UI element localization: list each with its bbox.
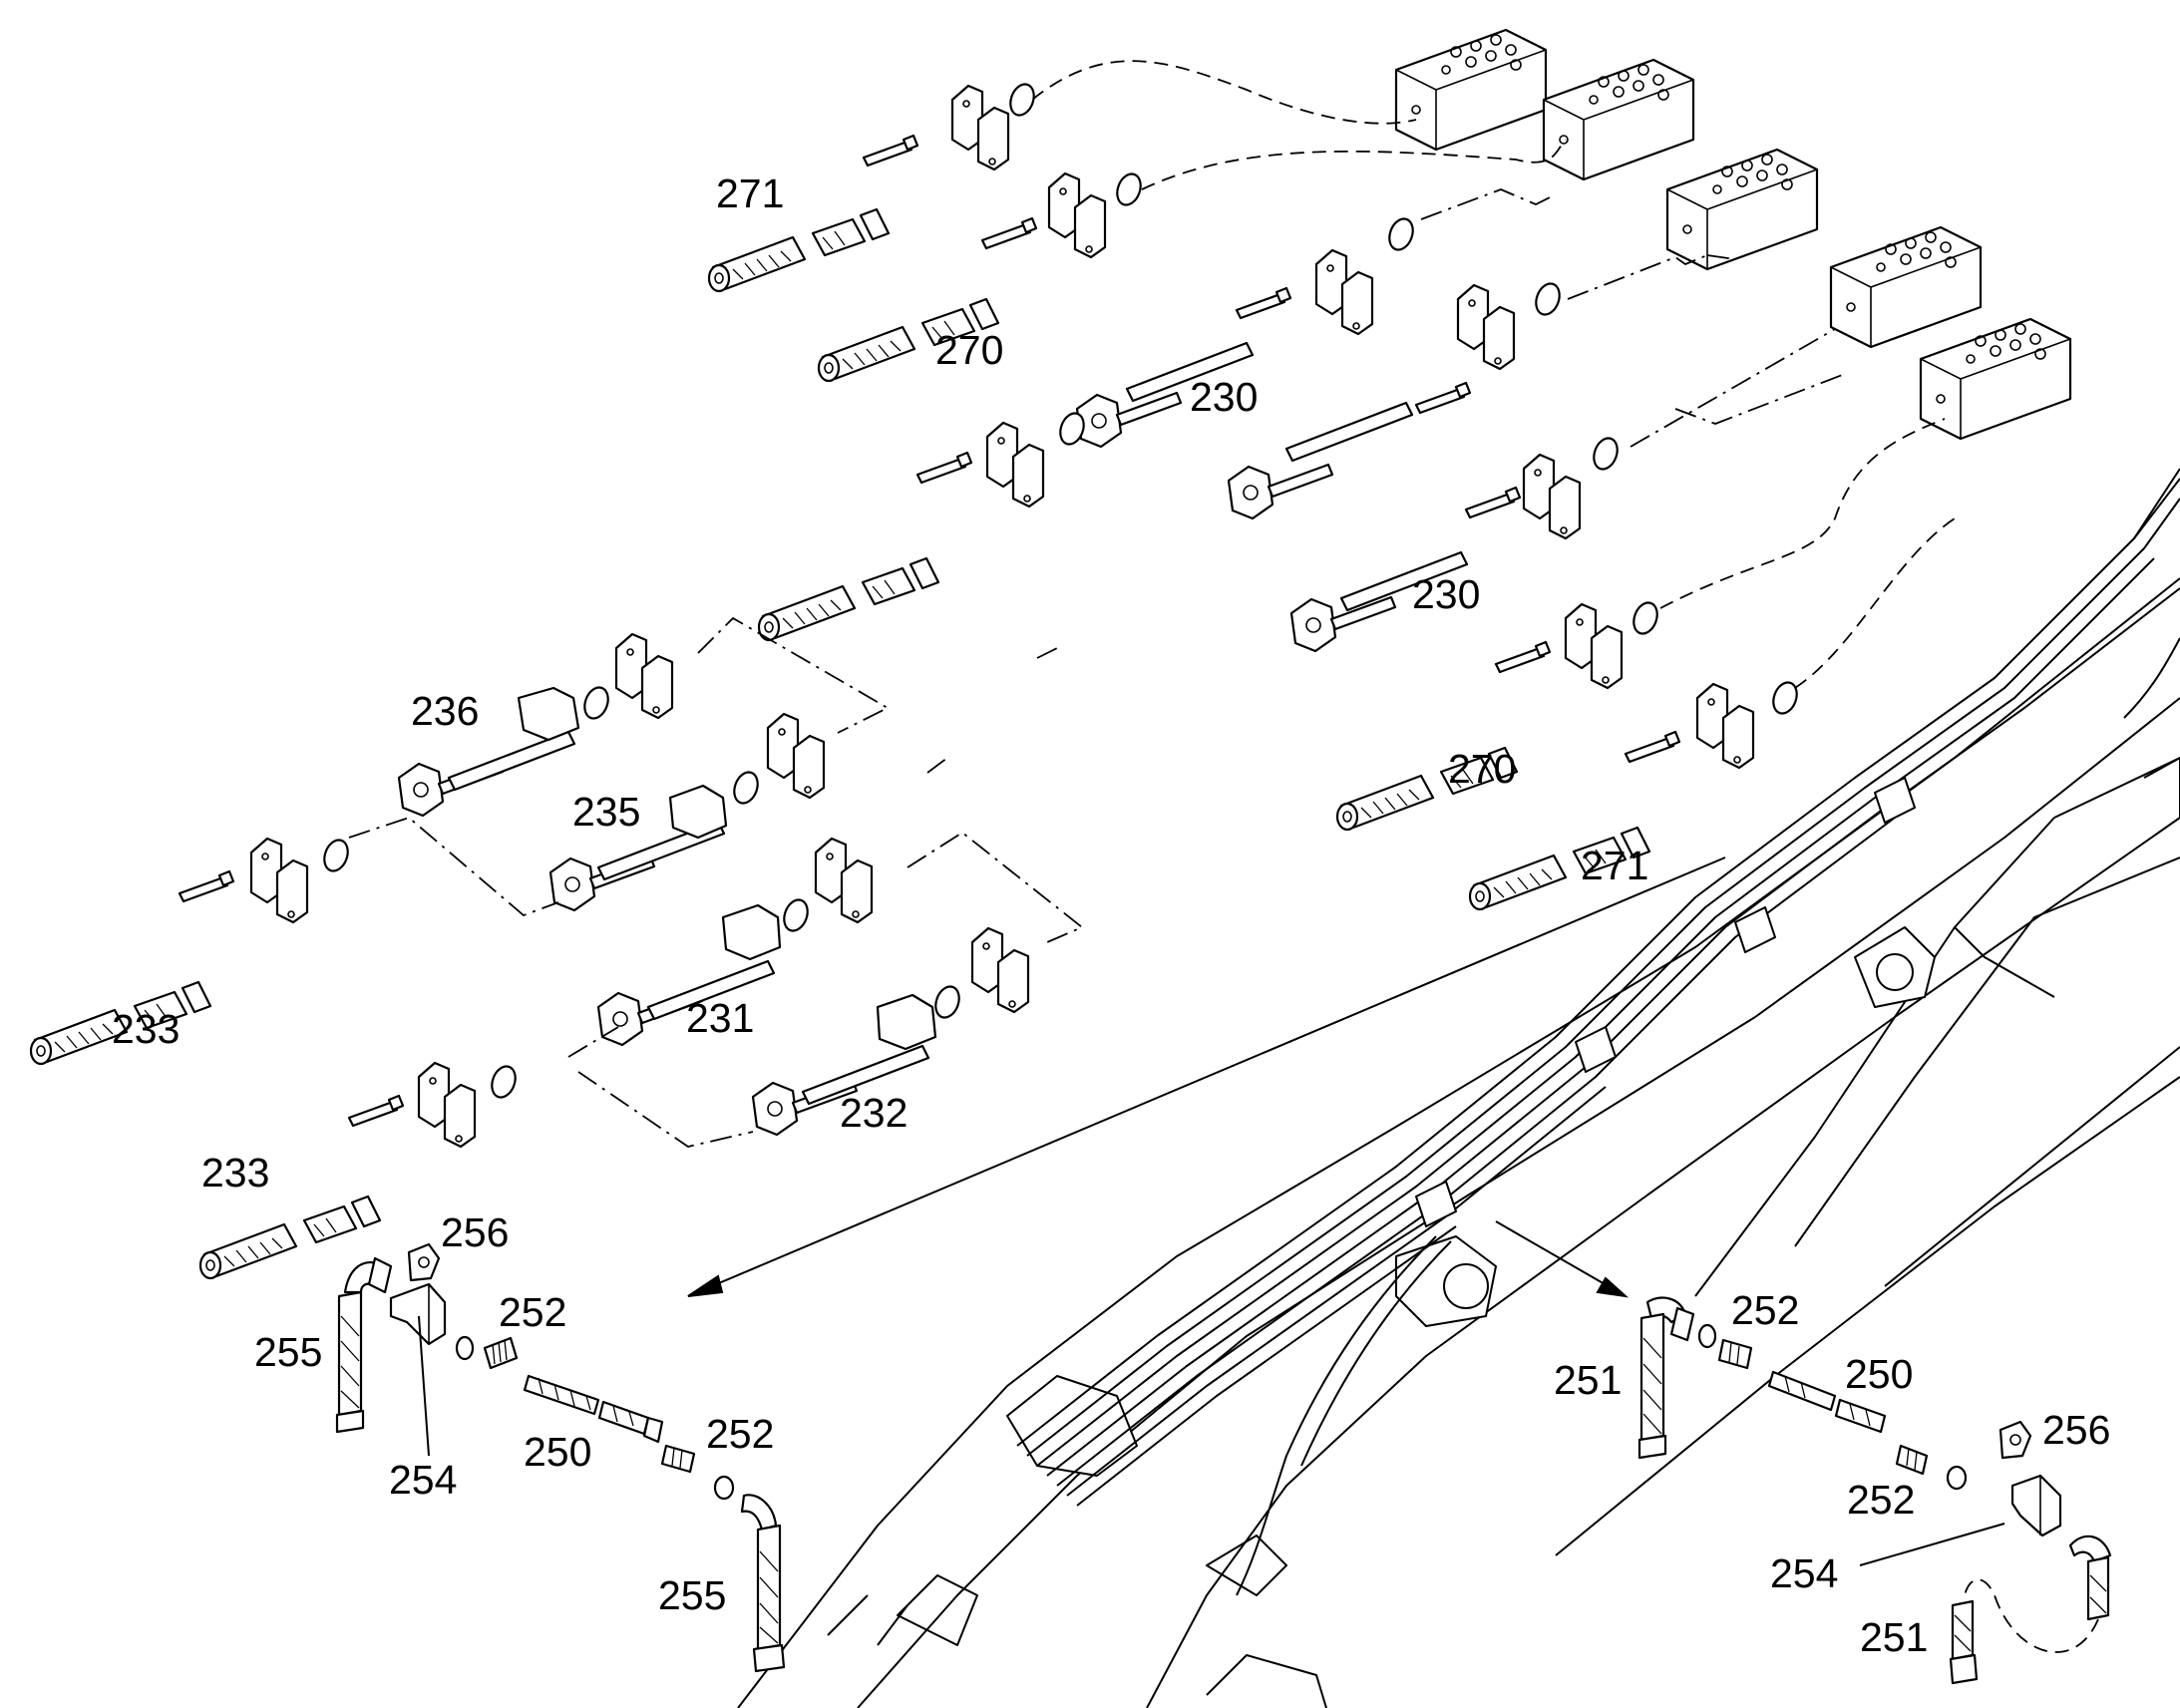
bracket-line	[697, 616, 890, 734]
callout-271: 271	[1581, 843, 1648, 888]
fitting-group-233-upper	[29, 836, 353, 1066]
connection-line	[1794, 517, 1956, 689]
flange-group-235	[548, 712, 826, 912]
callout-235: 235	[572, 789, 640, 835]
callout-236: 236	[411, 688, 479, 734]
fitting-group-center	[757, 409, 1089, 642]
callout-252: 252	[1847, 1477, 1915, 1523]
connection-line	[1141, 139, 1567, 190]
connection-line	[1659, 418, 1946, 609]
connection-line	[1420, 188, 1557, 220]
callout-252: 252	[1731, 1287, 1799, 1333]
bracket-line	[348, 816, 559, 917]
leader-254-right	[1859, 1523, 2005, 1566]
connection-line	[1630, 328, 1846, 448]
valve-block-2	[1542, 58, 1695, 181]
detail-assembly-left	[335, 1242, 786, 1673]
callout-256: 256	[2042, 1407, 2110, 1453]
detail-arrow-left	[687, 856, 1726, 1297]
callout-256: 256	[441, 1209, 509, 1255]
bracket-line	[907, 831, 1084, 943]
callout-251: 251	[1554, 1357, 1622, 1403]
callout-252: 252	[499, 1289, 566, 1335]
flange-group-232	[751, 926, 1030, 1137]
callout-254: 254	[389, 1457, 457, 1503]
callout-230: 230	[1190, 374, 1258, 420]
callout-233: 233	[201, 1150, 269, 1196]
callout-233: 233	[112, 1006, 180, 1052]
callout-251: 251	[1860, 1614, 1928, 1660]
callout-255: 255	[658, 1572, 726, 1618]
tube-group-230-right	[1227, 279, 1565, 520]
callout-250: 250	[524, 1429, 591, 1475]
callout-271: 271	[716, 171, 784, 216]
callout-230: 230	[1412, 571, 1480, 617]
callout-254: 254	[1770, 1550, 1838, 1596]
callout-232: 232	[840, 1090, 908, 1136]
callout-250: 250	[1845, 1351, 1913, 1397]
callout-270: 270	[1448, 746, 1516, 792]
bracket-line	[567, 1026, 754, 1148]
callout-255: 255	[254, 1329, 322, 1375]
bracket-line	[926, 647, 1058, 774]
fitting-group-270-lower	[1335, 598, 1662, 832]
callout-252: 252	[706, 1411, 774, 1457]
valve-block-4	[1829, 225, 1983, 349]
detail-assembly-right	[1637, 1296, 2112, 1685]
detail-arrowhead	[687, 1274, 724, 1297]
valve-block-1	[1394, 28, 1548, 152]
flange-group-236	[397, 632, 674, 818]
valve-block-5	[1919, 317, 2072, 441]
valve-block-3	[1665, 148, 1819, 271]
hydraulic-line-bundle	[1016, 468, 2180, 1596]
connection-line	[1031, 60, 1417, 125]
callout-270: 270	[935, 327, 1003, 373]
connection-line	[1567, 254, 1736, 300]
detail-arrowhead	[1596, 1276, 1630, 1298]
leader-254-left	[418, 1315, 430, 1457]
flange-group-231	[596, 837, 874, 1047]
callout-231: 231	[686, 995, 754, 1041]
